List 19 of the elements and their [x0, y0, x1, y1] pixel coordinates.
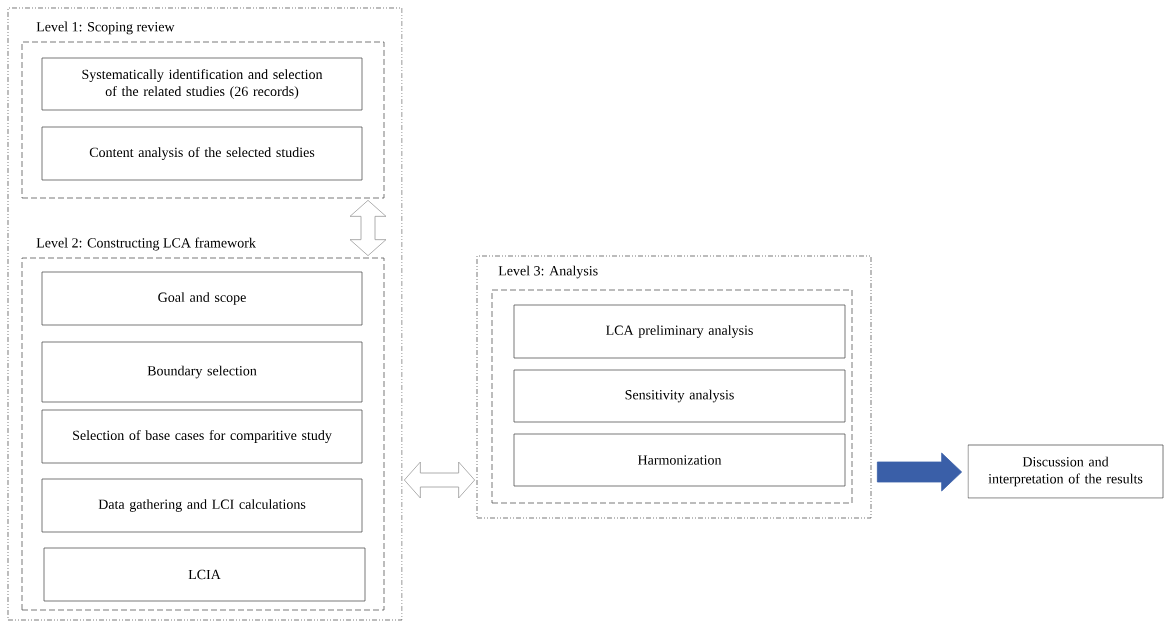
- process-box: Systematically identification and selection of the related studies (26 records): [41, 57, 363, 111]
- process-box: Goal and scope: [41, 271, 363, 326]
- level-heading: Level 3: Analysis: [497, 264, 600, 280]
- process-box: LCA preliminary analysis: [513, 304, 846, 359]
- process-box: Data gathering and LCI calculations: [41, 478, 363, 533]
- process-box: Content analysis of the selected studies: [41, 126, 363, 181]
- arrow: [349, 199, 387, 257]
- level-heading: Level 2: Constructing LCA framework: [35, 236, 257, 252]
- process-box: Sensitivity analysis: [513, 369, 846, 423]
- level-frame: [7, 7, 403, 621]
- arrow: [876, 452, 963, 492]
- process-box: LCIA: [43, 547, 366, 602]
- process-box: Boundary selection: [41, 341, 363, 403]
- process-box: Selection of base cases for comparitive study: [41, 409, 363, 464]
- level-box: [491, 289, 853, 504]
- arrow: [403, 461, 476, 499]
- process-box: Harmonization: [513, 433, 846, 487]
- process-box: Discussion and interpretation of the results: [967, 444, 1164, 499]
- level-heading: Level 1: Scoping review: [35, 20, 176, 36]
